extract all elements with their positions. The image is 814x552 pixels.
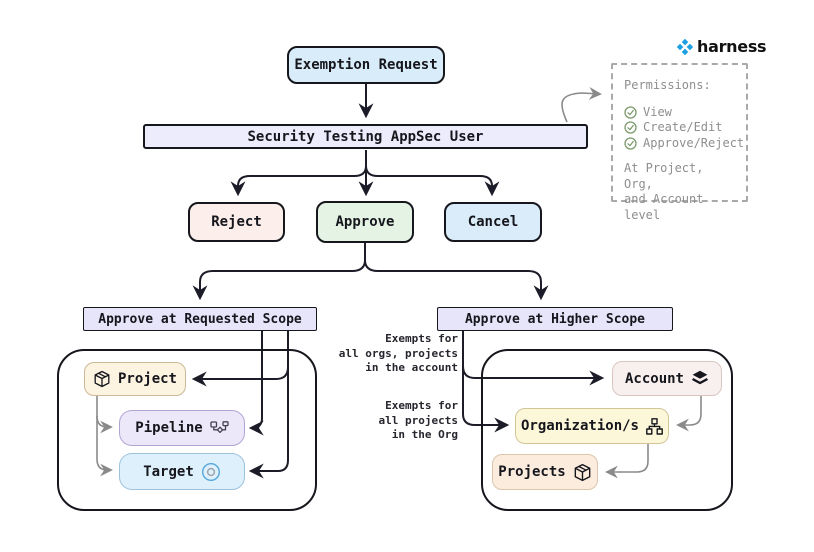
higher-scope-group <box>481 349 733 511</box>
node-appsec-user: Security Testing AppSec User <box>143 124 588 149</box>
node-label: Reject <box>211 214 262 230</box>
node-label: Pipeline <box>135 420 203 436</box>
permissions-scope-note: At Project, Org, and Account level <box>624 161 704 222</box>
permissions-panel: Permissions: View Create/Edit Approve/Re… <box>611 63 748 222</box>
node-label: Projects <box>498 464 566 480</box>
brand-wordmark: harness <box>697 37 767 56</box>
node-label: Approve <box>335 214 395 230</box>
harness-logo-icon <box>676 38 694 56</box>
check-circle-icon <box>624 137 637 150</box>
node-label: Organization/s <box>520 418 639 434</box>
permission-item-view: View <box>624 105 738 121</box>
node-label: Approve at Requested Scope <box>98 311 302 327</box>
node-label: Security Testing AppSec User <box>247 128 484 145</box>
cube-icon <box>573 463 592 482</box>
node-label: Account <box>624 370 684 387</box>
node-approve: Approve <box>316 201 414 243</box>
node-reject: Reject <box>188 202 285 242</box>
node-label: Approve at Higher Scope <box>464 311 645 327</box>
check-circle-icon <box>624 106 637 119</box>
annotation-exempt-org: Exempts for all projects in the Org <box>378 399 458 441</box>
permission-label: View <box>643 104 672 119</box>
node-exemption-request: Exemption Request <box>287 46 445 84</box>
permission-item-approve-reject: Approve/Reject <box>624 136 744 152</box>
pipeline-icon <box>210 421 229 435</box>
permission-item-create-edit: Create/Edit <box>624 120 738 136</box>
node-organizations: Organization/s <box>515 408 669 444</box>
node-approve-requested-scope: Approve at Requested Scope <box>83 307 317 331</box>
node-label: Target <box>143 463 194 480</box>
node-approve-higher-scope: Approve at Higher Scope <box>437 307 673 331</box>
node-project: Project <box>84 362 186 396</box>
node-target: Target <box>119 453 245 490</box>
permission-label: Create/Edit <box>643 120 723 134</box>
node-projects: Projects <box>492 454 598 490</box>
node-pipeline: Pipeline <box>119 410 245 446</box>
cube-icon <box>93 370 111 388</box>
node-label: Project <box>117 371 177 387</box>
org-chart-icon <box>646 417 663 435</box>
layers-icon <box>691 370 709 387</box>
permission-label: Approve/Reject <box>643 135 745 150</box>
node-cancel: Cancel <box>444 202 542 242</box>
node-label: Cancel <box>467 214 519 230</box>
permissions-title: Permissions: <box>624 78 711 92</box>
node-account: Account <box>612 361 722 396</box>
brand-logo: harness <box>676 37 767 56</box>
node-label: Exemption Request <box>294 57 438 73</box>
target-icon <box>201 462 221 482</box>
requested-scope-group <box>57 349 317 511</box>
annotation-exempt-account: Exempts for all orgs, projects in the ac… <box>338 332 458 374</box>
check-circle-icon <box>624 121 637 134</box>
